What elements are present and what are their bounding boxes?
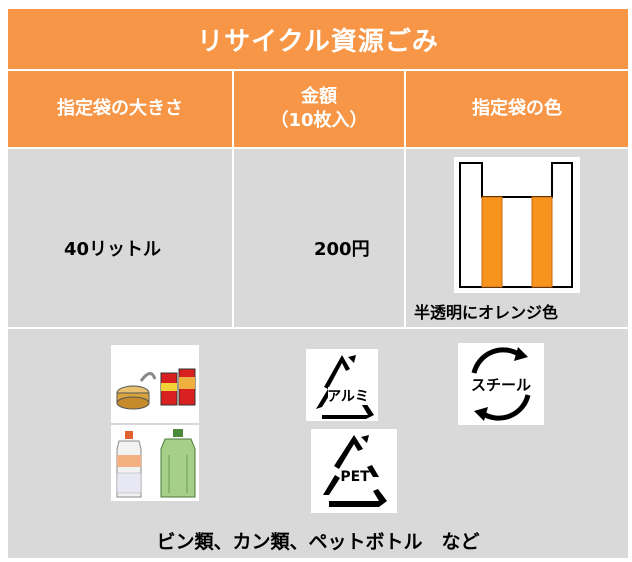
bag-size-value: 40リットル	[64, 239, 162, 260]
header-price-sublabel: （10枚入）	[270, 110, 368, 131]
cell-bag-size: 40リットル	[8, 149, 232, 327]
recycle-info-table: リサイクル資源ごみ 指定袋の大きさ 金額 （10枚入） 指定袋の色 40リットル…	[8, 9, 628, 558]
designated-bag-image	[454, 157, 580, 293]
table-title: リサイクル資源ごみ	[8, 9, 628, 69]
steel-mark-label: スチール	[471, 376, 531, 394]
header-bag-size-label: 指定袋の大きさ	[57, 98, 183, 119]
alumi-mark-label: アルミ	[327, 389, 369, 405]
cell-bag-color: 半透明にオレンジ色	[406, 149, 628, 327]
bag-color-caption: 半透明にオレンジ色	[414, 303, 559, 322]
header-bag-color: 指定袋の色	[406, 71, 628, 147]
header-price-label: 金額	[301, 86, 337, 107]
header-price: 金額 （10枚入）	[234, 71, 404, 147]
cans-illustration	[111, 345, 199, 423]
cell-examples: アルミ スチール PET ビン類、カン類、ペットボトル など	[8, 329, 628, 558]
steel-recycling-mark-icon: スチール	[458, 343, 544, 425]
cell-price: 200円	[234, 149, 404, 327]
pet-recycling-mark-icon: PET	[311, 429, 397, 513]
price-value: 200円	[314, 239, 370, 260]
header-bag-color-label: 指定袋の色	[472, 98, 562, 119]
recyclables-examples: ビン類、カン類、ペットボトル など	[156, 531, 480, 553]
header-bag-size: 指定袋の大きさ	[8, 71, 232, 147]
bottles-illustration	[111, 425, 199, 501]
aluminum-recycling-mark-icon: アルミ	[306, 349, 378, 421]
pet-mark-label: PET	[340, 469, 370, 485]
